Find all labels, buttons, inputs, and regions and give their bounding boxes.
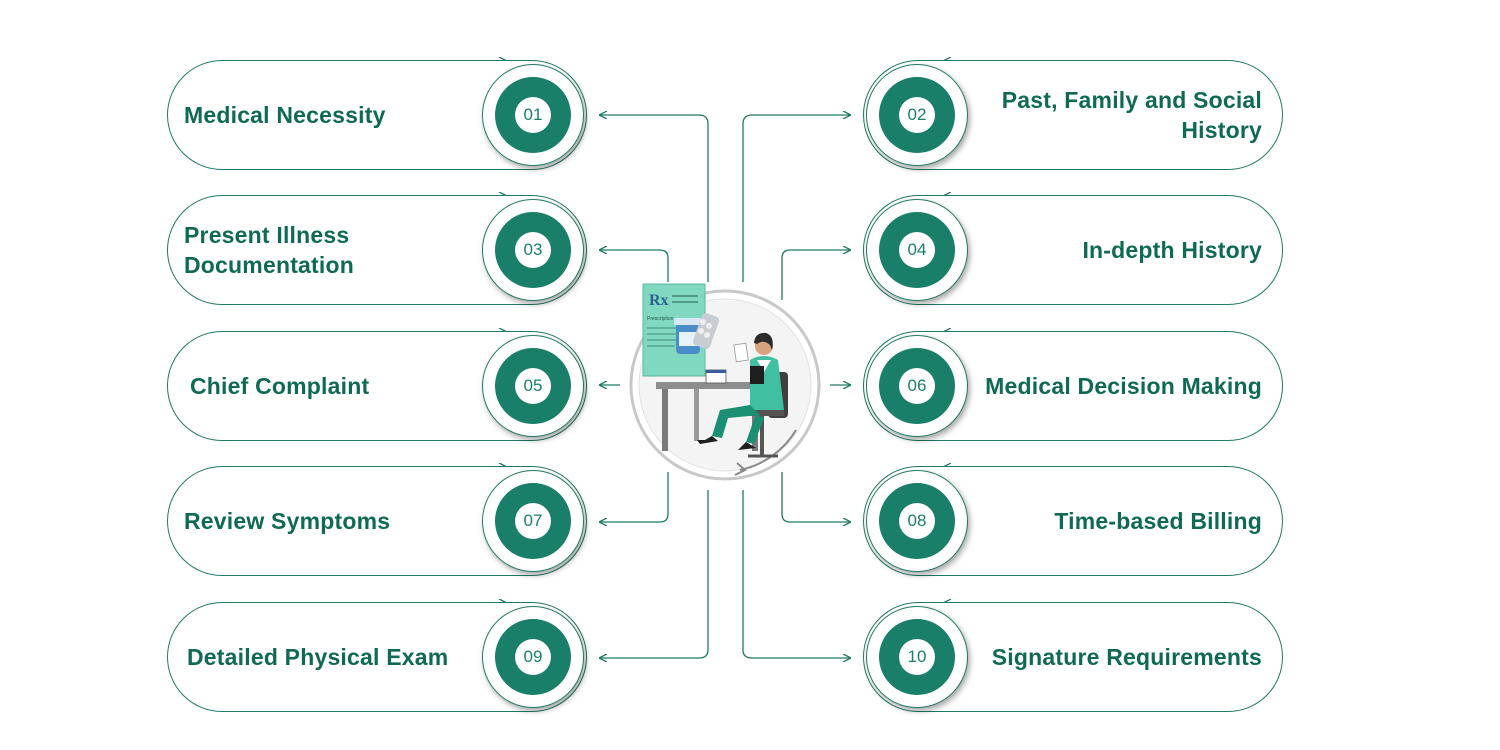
step-03-card: Present Illness Documentation 03 xyxy=(167,195,587,305)
step-04-card: In-depth History 04 xyxy=(863,195,1283,305)
step-10-label: Signature Requirements xyxy=(991,644,1262,670)
step-04-number: 04 xyxy=(899,232,935,268)
step-07-card: Review Symptoms 07 xyxy=(167,466,587,576)
step-01-number: 01 xyxy=(515,97,551,133)
step-04-label: In-depth History xyxy=(1082,237,1262,263)
step-08-badge: 08 xyxy=(866,470,968,572)
connector-04 xyxy=(781,250,850,300)
step-09-number: 09 xyxy=(515,639,551,675)
step-02-number: 02 xyxy=(899,97,935,133)
connector-03 xyxy=(600,250,669,282)
connector-01 xyxy=(600,115,709,282)
step-06-label: Medical Decision Making xyxy=(985,373,1262,399)
step-10-badge: 10 xyxy=(866,606,968,708)
step-04-badge: 04 xyxy=(866,199,968,301)
connector-09 xyxy=(600,490,709,658)
step-03-number: 03 xyxy=(515,232,551,268)
connector-02 xyxy=(742,115,850,282)
step-05-badge: 05 xyxy=(482,335,584,437)
connector-10 xyxy=(742,490,850,658)
rx-text: Rx xyxy=(649,292,669,309)
step-07-label: Review Symptoms xyxy=(184,508,391,534)
step-01-label: Medical Necessity xyxy=(184,102,386,128)
step-03-badge: 03 xyxy=(482,199,584,301)
step-05-label: Chief Complaint xyxy=(190,373,370,399)
doctor-icon xyxy=(697,332,784,450)
step-03-label: Present Illness Documentation xyxy=(184,222,354,278)
step-06-card: Medical Decision Making 06 xyxy=(863,331,1283,441)
step-07-number: 07 xyxy=(515,503,551,539)
step-09-badge: 09 xyxy=(482,606,584,708)
connector-07 xyxy=(600,472,669,522)
step-08-number: 08 xyxy=(899,503,935,539)
step-10-number: 10 xyxy=(899,639,935,675)
step-09-card: Detailed Physical Exam 09 xyxy=(167,602,587,712)
step-02-badge: 02 xyxy=(866,64,968,166)
step-01-card: Medical Necessity 01 xyxy=(167,60,587,170)
step-02-card: Past, Family and Social History 02 xyxy=(863,60,1283,170)
prescription-icon: Rx Prescription xyxy=(642,283,720,377)
step-08-card: Time-based Billing 08 xyxy=(863,466,1283,576)
step-05-number: 05 xyxy=(515,368,551,404)
connector-08 xyxy=(781,472,850,522)
step-07-badge: 07 xyxy=(482,470,584,572)
step-01-badge: 01 xyxy=(482,64,584,166)
step-02-label: Past, Family and Social History xyxy=(1001,87,1262,143)
step-06-number: 06 xyxy=(899,368,935,404)
step-05-card: Chief Complaint 05 xyxy=(167,331,587,441)
prescription-text: Prescription xyxy=(647,316,674,322)
step-10-card: Signature Requirements 10 xyxy=(863,602,1283,712)
step-09-label: Detailed Physical Exam xyxy=(187,644,449,670)
step-06-badge: 06 xyxy=(866,335,968,437)
step-08-label: Time-based Billing xyxy=(1054,508,1262,534)
